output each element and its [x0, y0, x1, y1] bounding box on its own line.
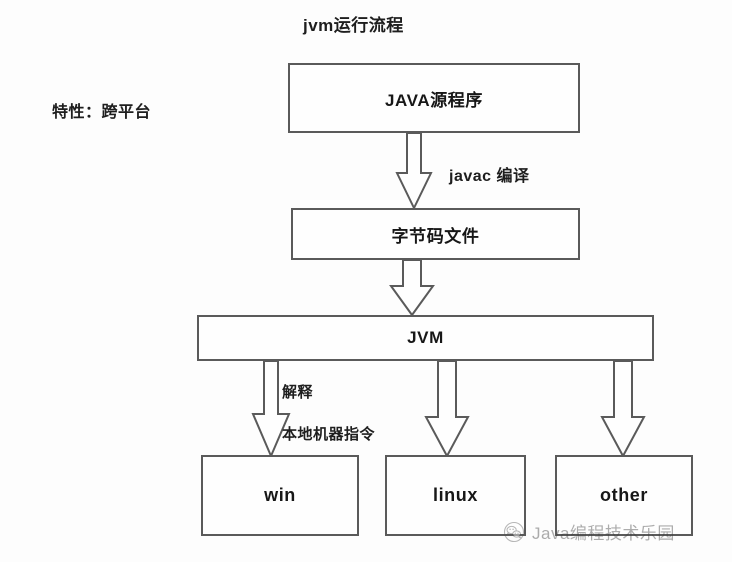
wechat-logo-icon	[503, 521, 525, 543]
edge-label-native-instructions: 本地机器指令	[282, 426, 376, 443]
node-java-source: JAVA源程序	[288, 63, 580, 133]
arrow-jvm-to-win	[251, 360, 291, 459]
arrow-jvm-to-other	[600, 360, 646, 459]
node-bytecode: 字节码文件	[291, 208, 580, 260]
arrow-bytecode-to-jvm	[389, 259, 435, 317]
diagram-title: jvm运行流程	[303, 16, 404, 35]
feature-note-label: 特性：跨平台	[52, 104, 152, 121]
watermark: Java编程技术乐园	[503, 519, 675, 544]
arrow-jvm-to-linux	[424, 360, 470, 459]
node-linux-label: linux	[432, 485, 478, 505]
edge-label-javac-compile: javac 编译	[449, 168, 530, 185]
watermark-text: Java编程技术乐园	[532, 524, 675, 543]
node-java-source-label: JAVA源程序	[384, 90, 484, 110]
node-linux: linux	[385, 455, 526, 536]
node-jvm: JVM	[197, 315, 654, 361]
node-other: other	[555, 455, 693, 536]
arrow-javac-compile	[395, 132, 433, 211]
node-jvm-label: JVM	[407, 328, 444, 347]
edge-label-interpret: 解释	[282, 384, 314, 401]
node-win-label: win	[264, 485, 296, 505]
node-other-label: other	[600, 485, 648, 505]
node-bytecode-label: 字节码文件	[391, 226, 480, 246]
node-win: win	[201, 455, 359, 536]
